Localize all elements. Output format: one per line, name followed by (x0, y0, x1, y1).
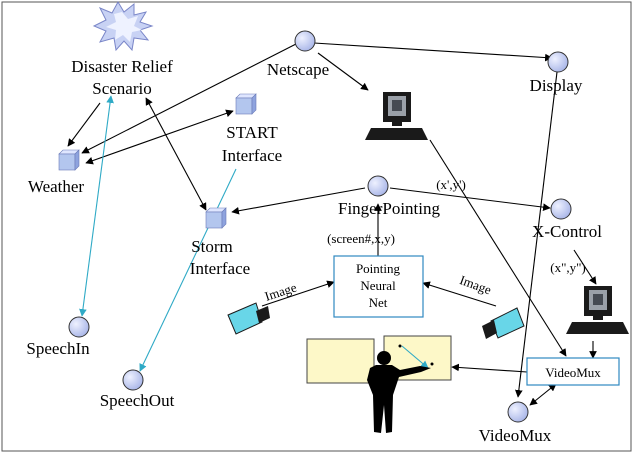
edge-scenario-speechin (79, 95, 114, 317)
start-interface-label: Interface (222, 146, 282, 165)
videomux-node-label: VideoMux (479, 426, 552, 445)
edge-videomux-link (529, 383, 557, 406)
storm-label: Storm (191, 237, 233, 256)
edge-xcontrol-computer (573, 249, 597, 285)
pointing-net-line1: Pointing (356, 261, 401, 276)
disaster-starburst-icon (92, 0, 154, 52)
edge-cam-right-net (422, 281, 497, 307)
edge-scenario-storm (145, 97, 207, 211)
finger-pointing-label: FingerPointing (338, 199, 441, 218)
pointing-person-icon (367, 351, 431, 433)
edge-computer-videomux (429, 139, 567, 357)
workstation-icon (365, 92, 428, 140)
netscape-node-icon (294, 30, 316, 52)
videomux-box (526, 357, 620, 386)
storm-interface-label: Interface (190, 259, 250, 278)
display-label: Display (530, 76, 583, 95)
start-cube-icon (235, 93, 257, 115)
speech-in-node-icon (68, 316, 90, 338)
edge-label-xprime-yprime: (x',y') (436, 177, 466, 192)
storm-cube-icon (205, 207, 227, 229)
pointing-neural-net-box (333, 255, 424, 318)
videomux-node-icon (507, 401, 529, 423)
weather-cube-icon (58, 149, 80, 171)
edge-label-screen-xy: (screen#,x,y) (327, 231, 395, 246)
x-control-label: X-Control (532, 222, 602, 241)
edge-netscape-display (313, 42, 553, 62)
finger-pointing-node-icon (367, 175, 389, 197)
display-node-icon (547, 51, 569, 73)
workstation-2-icon (566, 286, 629, 334)
camera-right-icon (482, 307, 525, 339)
edge-start-speechout (139, 168, 237, 372)
edge-videomux-panel (451, 363, 528, 373)
edge-finger-storm (231, 187, 366, 215)
disaster-relief-label: Disaster Relief (71, 57, 173, 76)
speech-out-node-icon (122, 369, 144, 391)
edge-display-videomux (515, 71, 558, 398)
edge-label-xdouble-ydouble: (x",y") (550, 260, 586, 275)
speech-out-label: SpeechOut (100, 391, 175, 410)
weather-label: Weather (28, 177, 85, 196)
videomux-box-label: VideoMux (545, 365, 601, 380)
speech-in-label: SpeechIn (26, 339, 90, 358)
edge-finger-xcontrol (389, 187, 551, 211)
edge-cam-left-net (261, 280, 335, 307)
start-label: START (226, 123, 278, 142)
camera-left-icon (227, 302, 270, 335)
scenario-label: Scenario (92, 79, 151, 98)
edge-netscape-computer (317, 52, 369, 91)
pointing-net-line3: Net (369, 295, 388, 310)
netscape-label: Netscape (267, 60, 329, 79)
pointing-net-line2: Neural (360, 278, 396, 293)
x-control-node-icon (550, 198, 572, 220)
